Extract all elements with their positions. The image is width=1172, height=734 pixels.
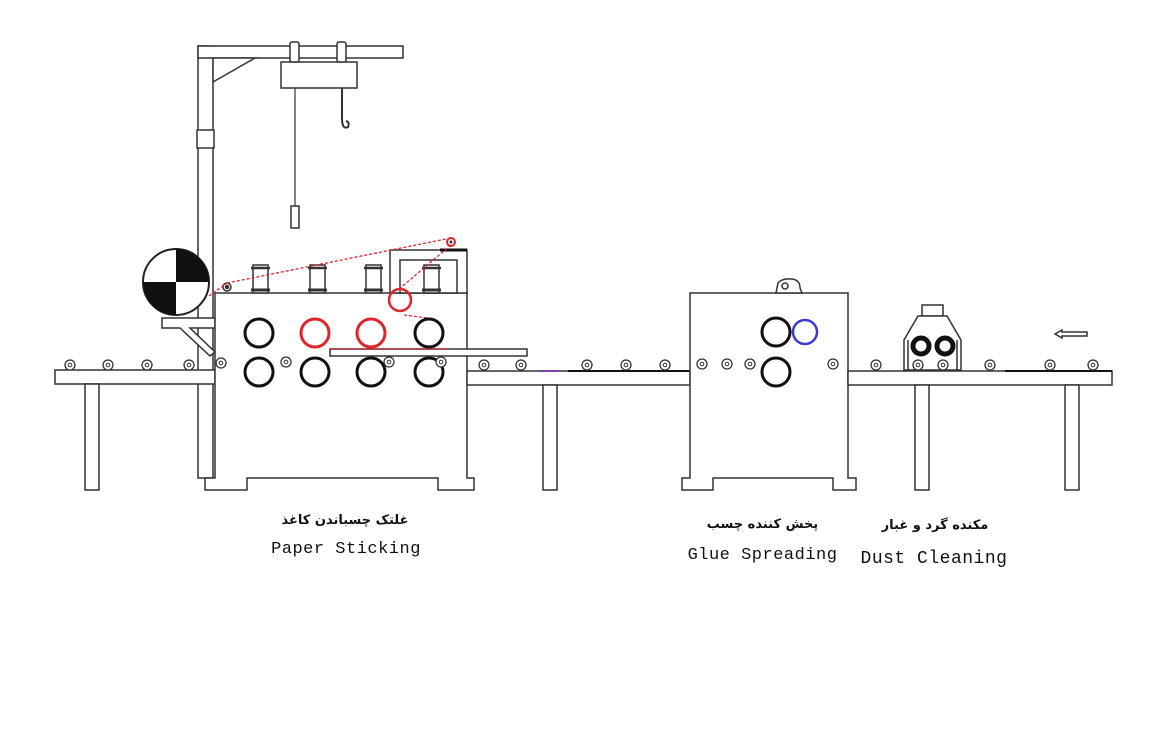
idler-roller [215,357,227,369]
glue-tank-cap [775,278,804,294]
idler-roller-hub [481,362,487,368]
station-label-en: Paper Sticking [271,540,421,559]
idler-roller-hub [940,362,946,368]
idler-roller-hub [186,362,192,368]
idler-roller [827,358,839,370]
idler-roller [937,359,949,371]
idler-roller [1044,359,1056,371]
station-label-fa: غلتک چسباندن کاغذ [281,513,409,528]
hoist-body [280,61,358,89]
paper-path [208,237,452,319]
station-label-fa: پخش کننده چسب [706,517,819,532]
suction-outlet [921,304,944,317]
station-label-en: Dust Cleaning [860,549,1008,569]
crane-beam [197,45,404,59]
conveyor-left [54,369,216,491]
idler-roller-hub [873,362,879,368]
idler-roller-hub [724,361,730,367]
idler-roller [620,359,632,371]
idler-roller [515,359,527,371]
conveyor-bed [466,370,691,386]
conveyor-leg [84,383,100,491]
conveyor-middle [466,370,691,491]
idler-roller [870,359,882,371]
idler-roller [280,356,292,368]
idler-roller-hub [518,362,524,368]
glue-roller [760,356,792,388]
idler-roller [141,359,153,371]
idler-roller [912,359,924,371]
idler-roller-hub [67,362,73,368]
roller [355,356,387,388]
feed-plate [329,348,528,357]
idler-roller [696,358,708,370]
station-label-fa: مکنده گرد و غبار [881,518,989,533]
roller [243,317,275,349]
idler-roller [984,359,996,371]
idler-roller [183,359,195,371]
idler-roller-hub [987,362,993,368]
conveyor-right [847,370,1113,491]
paper-roller-red [299,317,331,349]
glue-applicator-roller-blue [791,318,819,346]
idler-roller-hub [105,362,111,368]
suction-hood [903,315,962,371]
idler-roller-hub [662,362,668,368]
idler-roller-hub [699,361,705,367]
idler-roller-hub [747,361,753,367]
idler-roller [102,359,114,371]
conveyor-bed [54,369,216,385]
roller [243,356,275,388]
machine-frame [204,292,475,491]
glue-roller [760,316,792,348]
idler-roller [581,359,593,371]
machine-frame [681,292,857,491]
dust-cleaning-unit [903,304,962,371]
hoist-trolley-wheel [336,41,347,63]
crane-brace [212,57,258,84]
idler-roller [435,356,447,368]
hoist-pendant-control [290,205,300,229]
idler-roller [64,359,76,371]
conveyor-idler-rollers [64,356,1099,371]
idler-roller-hub [438,359,444,365]
idler-roller-hub [386,359,392,365]
roller [413,356,445,388]
crane-column-collar [196,129,215,149]
idler-roller [659,359,671,371]
red-tension-roller [387,287,413,313]
idler-roller-hub [915,362,921,368]
roller [413,317,445,349]
paper-roller-red [355,317,387,349]
glue-spreading-machine [681,278,857,491]
station-label-en: Glue Spreading [687,546,838,565]
idler-roller [478,359,490,371]
conveyor-leg [1064,384,1080,491]
paper-roll-icon [142,248,210,316]
idler-roller [1087,359,1099,371]
idler-roller-hub [144,362,150,368]
conveyor-bed [847,370,1113,386]
idler-roller-hub [283,359,289,365]
idler-roller-hub [218,360,224,366]
idler-roller-hub [1047,362,1053,368]
roller [299,356,331,388]
idler-roller-hub [623,362,629,368]
hoist-hook-icon [341,117,350,129]
hoist-trolley-wheel [289,41,300,63]
top-cylinders [251,264,441,294]
idler-roller [383,356,395,368]
conveyor-leg [914,384,930,491]
brush-roller [934,335,956,357]
idler-roller-hub [830,361,836,367]
conveyor-leg [542,384,558,491]
idler-roller [721,358,733,370]
paper-sticking-machine [204,237,528,491]
brush-roller [910,335,932,357]
idler-roller [744,358,756,370]
left-arrow-icon [1053,328,1088,340]
paper-roll-holder [142,248,217,357]
idler-roller-hub [584,362,590,368]
idler-roller-hub [1090,362,1096,368]
